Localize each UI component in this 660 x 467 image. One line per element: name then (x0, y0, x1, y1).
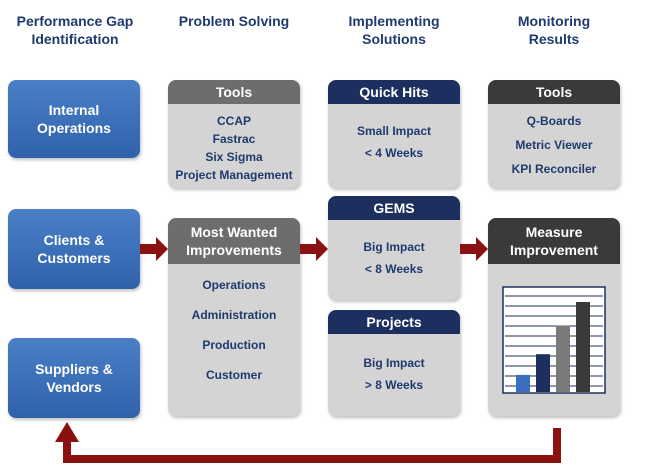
quick-hits-title: Quick Hits (328, 80, 460, 104)
header-monitoring-results: Monitoring Results (517, 13, 591, 47)
tool-metric-viewer: Metric Viewer (515, 138, 593, 152)
measure-chart-bars (516, 302, 590, 392)
projects-impact: Big Impact (363, 356, 425, 370)
gap-internal-operations: Internal Operations (8, 80, 140, 158)
tool-q-boards: Q-Boards (526, 114, 582, 128)
tool-kpi-reconciler: KPI Reconciler (511, 162, 597, 176)
quick-hits-impact: Small Impact (356, 124, 432, 138)
projects-card: Projects Big Impact > 8 Weeks (328, 310, 460, 416)
gems-impact: Big Impact (363, 240, 425, 254)
tool-six-sigma: Six Sigma (205, 150, 263, 164)
projects-duration: > 8 Weeks (364, 378, 424, 392)
gems-title: GEMS (328, 196, 460, 220)
improvement-customer: Customer (205, 368, 262, 382)
measure-title: Measure Improvement (488, 218, 620, 264)
improvement-production: Production (202, 338, 266, 352)
header-gap-identification: Performance Gap Identification (16, 13, 134, 47)
monitor-tools-title: Tools (488, 80, 620, 104)
tool-fastrac: Fastrac (212, 132, 256, 146)
monitor-tools-card: Tools Q-Boards Metric Viewer KPI Reconci… (488, 80, 620, 188)
chart-bar-2 (536, 354, 550, 392)
header-problem-solving: Problem Solving (178, 13, 290, 29)
flow-arrows (55, 237, 561, 463)
chart-bar-4 (576, 302, 590, 392)
most-wanted-title: Most Wanted Improvements (168, 218, 300, 264)
arrow-improvements-to-solutions (300, 237, 328, 261)
header-implementing-solutions: Implementing Solutions (348, 13, 440, 47)
chart-bar-1 (516, 374, 530, 392)
feedback-loop-arrow (55, 422, 561, 463)
measure-chart (502, 286, 606, 394)
improvement-administration: Administration (191, 308, 277, 322)
problem-tools-title: Tools (168, 80, 300, 104)
problem-tools-card: Tools CCAP Fastrac Six Sigma Project Man… (168, 80, 300, 188)
tool-project-management: Project Management (175, 168, 293, 182)
gap-clients-customers: Clients & Customers (8, 209, 140, 289)
gap-suppliers-vendors: Suppliers & Vendors (8, 338, 140, 418)
gems-duration: < 8 Weeks (364, 262, 424, 276)
arrow-clients-to-improvements (140, 237, 168, 261)
quick-hits-duration: < 4 Weeks (364, 146, 424, 160)
tool-ccap: CCAP (216, 114, 251, 128)
arrow-solutions-to-measure (460, 237, 488, 261)
projects-title: Projects (328, 310, 460, 334)
quick-hits-card: Quick Hits Small Impact < 4 Weeks (328, 80, 460, 188)
most-wanted-card: Most Wanted Improvements Operations Admi… (168, 218, 300, 416)
improvement-operations: Operations (202, 278, 266, 292)
chart-bar-3 (556, 325, 570, 392)
gems-card: GEMS Big Impact < 8 Weeks (328, 196, 460, 300)
